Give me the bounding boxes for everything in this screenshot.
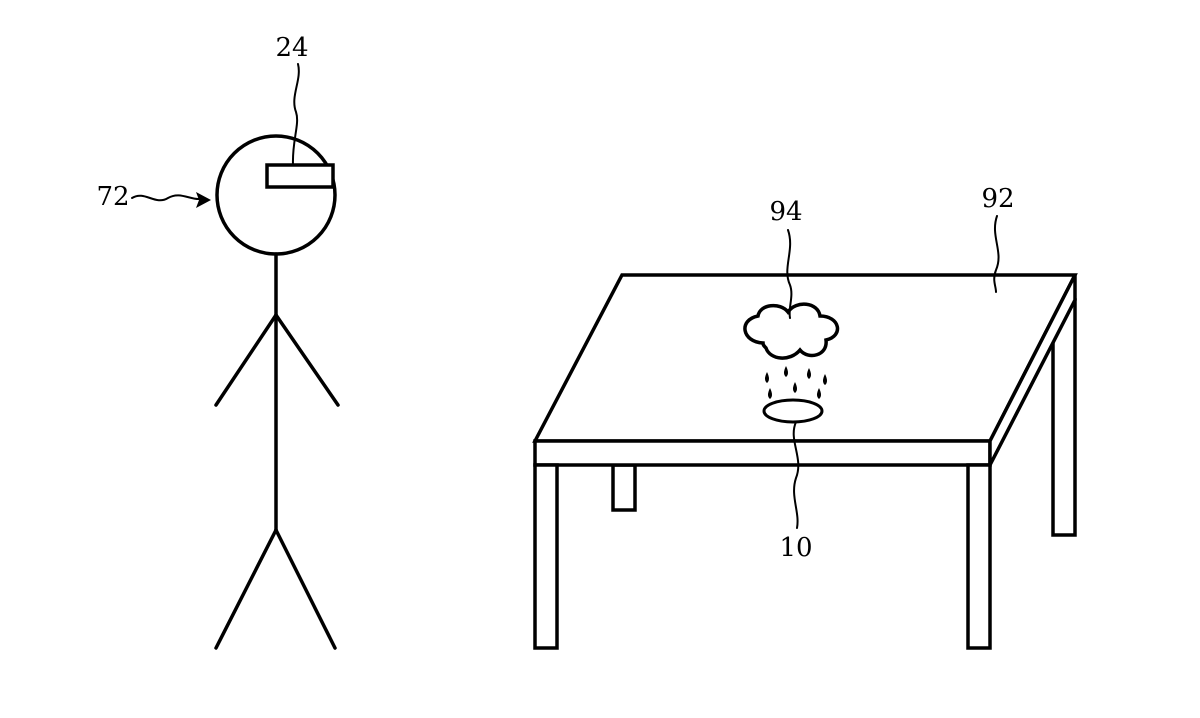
- user-head: [215, 134, 337, 256]
- label-user: 72: [96, 182, 129, 212]
- leader-headset: [291, 63, 300, 166]
- headset-device: [265, 163, 335, 189]
- rain-drops-icon: [765, 366, 827, 399]
- table-leg-back-left: [611, 463, 637, 512]
- leader-object: [792, 421, 800, 529]
- user-left-leg: [214, 528, 278, 650]
- leader-user: [131, 194, 201, 202]
- object-marker: [762, 398, 824, 424]
- table-leg-front-right: [966, 463, 992, 650]
- table: [532, 273, 1078, 650]
- table-front-edge: [533, 439, 992, 467]
- virtual-cloud: [743, 302, 840, 360]
- user-right-arm: [274, 313, 340, 407]
- label-table: 92: [981, 184, 1014, 214]
- user-figure: [214, 134, 340, 650]
- label-virtual-cloud: 94: [769, 197, 802, 227]
- table-side-edge: [988, 274, 1077, 466]
- user-right-leg: [274, 528, 337, 650]
- arrowhead-user: [196, 192, 211, 208]
- label-object: 10: [779, 533, 812, 563]
- label-headset: 24: [275, 33, 308, 63]
- table-leg-front-left: [533, 463, 559, 650]
- user-left-arm: [214, 313, 278, 407]
- cloud-icon: [743, 302, 840, 360]
- leader-table: [993, 215, 1000, 293]
- leader-virtual-cloud: [786, 229, 793, 319]
